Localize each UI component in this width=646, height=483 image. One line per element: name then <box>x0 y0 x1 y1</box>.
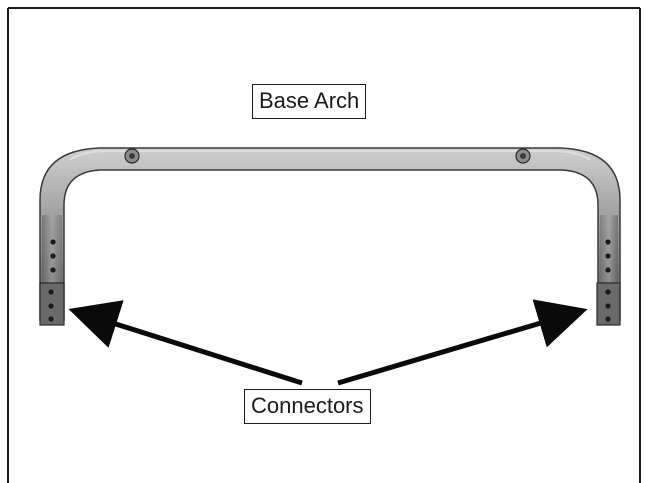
left-leg-holes <box>48 239 56 322</box>
bolt-left <box>124 148 140 164</box>
arrow-right <box>337 299 588 386</box>
page-frame <box>7 7 641 483</box>
connector-arrows <box>68 299 588 386</box>
right-leg-holes <box>605 239 611 322</box>
base-arch-label: Base Arch <box>252 84 367 119</box>
arrow-left <box>68 300 303 386</box>
base-arch-part <box>39 147 621 326</box>
bolt-right <box>515 148 531 164</box>
connectors-label: Connectors <box>244 389 371 424</box>
